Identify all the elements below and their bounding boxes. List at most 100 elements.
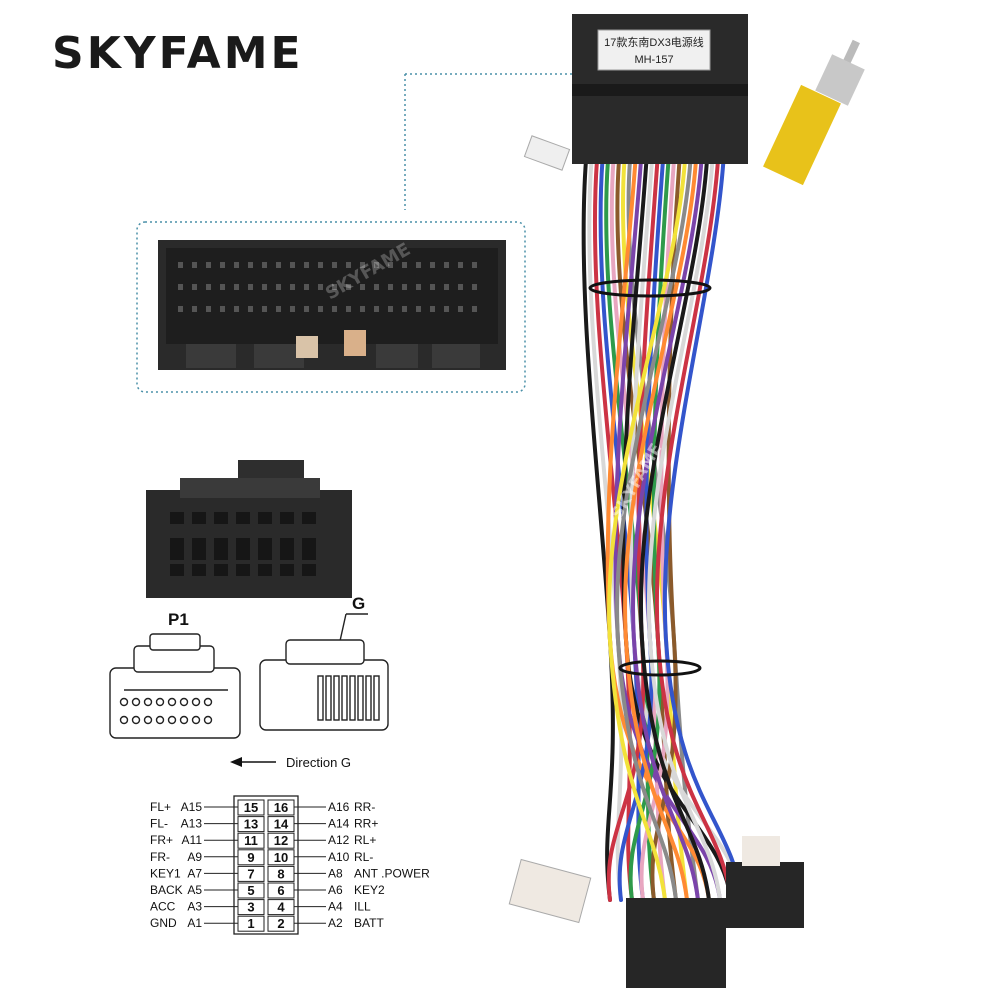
wire [646,158,722,902]
plug-hole [192,538,206,560]
p1-pin [167,715,177,725]
connector-latch-3 [376,344,418,368]
pin-signal-left: FR- [150,850,170,864]
connector-pin [262,306,267,312]
g-pin [349,675,356,721]
pin-number-right: 8 [277,866,284,881]
p1-pin [119,715,129,725]
pin-number-right: 16 [274,800,288,815]
connector-pin [332,306,337,312]
bottom-black-connector-small [726,862,804,928]
wire [639,158,711,902]
pin-number-left: 5 [247,883,254,898]
connector-pin [318,262,323,268]
connector-pin [374,284,379,290]
plug-hole [236,564,250,576]
connector-pin [290,284,295,290]
pin-number-right: 14 [274,817,289,832]
plug-hole [302,512,316,524]
pin-id-right: A12 [328,833,350,847]
pin-id-left: A15 [181,800,203,814]
plug-hole [258,512,272,524]
wire [615,158,693,902]
connector-pin [304,262,309,268]
connector-pin [402,262,407,268]
connector-pin [402,284,407,290]
pin-signal-left: ACC [150,900,176,914]
connector-pin [220,284,225,290]
connector-pin [290,306,295,312]
p1-pin [119,697,129,707]
pin-id-right: A16 [328,800,350,814]
pin-signal-right: RR- [354,800,375,814]
brand-logo: SKYFAME [52,28,304,79]
connector-pin [248,262,253,268]
pin-id-left: A1 [187,916,202,930]
connector-pin [276,284,281,290]
small-white-plug [523,135,571,171]
pin-signal-right: RL+ [354,833,376,847]
connector-pin [374,306,379,312]
cable-tie-2 [618,659,702,677]
pin-signal-right: ILL [354,900,371,914]
connector-pin [290,262,295,268]
connector-pin [206,262,211,268]
connector-pin [402,306,407,312]
connector-pin [234,262,239,268]
plug-hole [214,564,228,576]
pin-signal-left: BACK [150,883,183,897]
bottom-small-white-plug [742,836,780,866]
connector-pin [430,262,435,268]
pin-signal-left: GND [150,916,177,930]
pin-signal-right: KEY2 [354,883,385,897]
connector-pin [220,306,225,312]
wire [623,158,698,902]
p1-pin [179,715,189,725]
connector-pin [206,284,211,290]
rca-plug [763,39,865,186]
connector-latch-2 [254,344,304,368]
plug-hole [302,564,316,576]
connector-pin [388,262,393,268]
connector-pin [458,284,463,290]
pin-number-left: 11 [244,833,258,848]
bottom-white-connector [508,858,592,924]
plug-hole [192,564,206,576]
pin-signal-right: RR+ [354,817,378,831]
g-label: G [352,594,365,613]
connector-pin [444,306,449,312]
pin-id-left: A7 [187,866,202,880]
connector-tag-line2: MH-157 [634,54,673,66]
pin-signal-right: RL- [354,850,373,864]
g-pin [341,675,348,721]
connector-pin [262,284,267,290]
g-plug-drawing [259,639,389,731]
p1-pin [155,715,165,725]
connector-pin [416,262,421,268]
p1-pin [191,715,201,725]
pin-signal-right: BATT [354,916,384,930]
connector-pin [388,284,393,290]
g-pin [325,675,332,721]
pin-signal-left: FL+ [150,800,171,814]
pin-number-right: 4 [277,900,285,915]
pin-signal-left: FL- [150,817,168,831]
wire [631,158,704,902]
callout-frame [136,221,526,393]
g-pin [317,675,324,721]
pin-id-right: A10 [328,850,350,864]
pin-id-left: A11 [182,833,203,847]
wire [607,158,687,902]
connector-pin [318,306,323,312]
pin-id-left: A5 [187,883,202,897]
pin-number-left: 9 [247,850,254,865]
connector-pin [388,306,393,312]
g-pin [373,675,380,721]
connector-pin [458,306,463,312]
connector-pin [178,306,183,312]
pin-number-left: 13 [244,817,258,832]
pin-number-right: 12 [274,833,288,848]
p1-plug-drawing [109,633,241,739]
